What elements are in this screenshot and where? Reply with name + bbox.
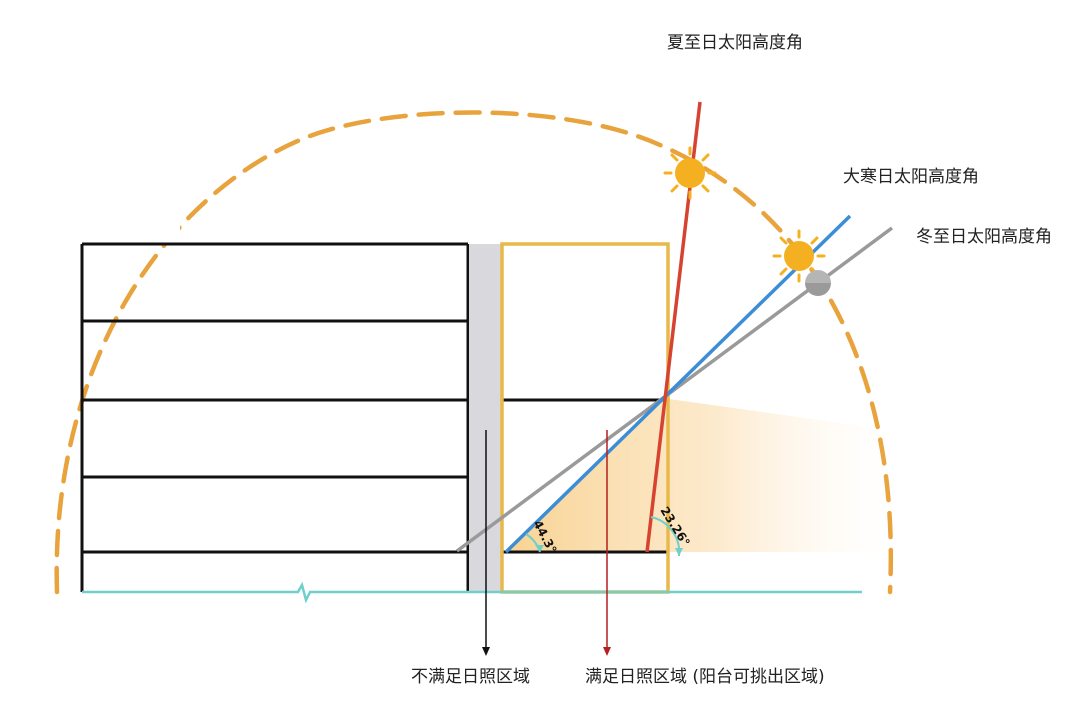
building: [80, 242, 668, 592]
angle-arrow-major-cold: [535, 545, 544, 552]
label-major-cold: 大寒日太阳高度角: [843, 167, 979, 187]
arrow-head-satisfied: [603, 647, 611, 656]
arc-gap: [80, 180, 180, 245]
sunlit-wedge: [506, 398, 890, 552]
label-unsatisfied-zone: 不满足日照区域: [411, 667, 530, 687]
sun-icon: [663, 146, 717, 200]
arrow-head-unsatisfied: [482, 647, 490, 656]
sun-path-arc: [54, 110, 894, 595]
angle-arrow-summer: [675, 548, 683, 556]
ground-line: [82, 581, 862, 604]
half-sun-icon: [805, 270, 831, 296]
label-winter-solstice: 冬至日太阳高度角: [916, 227, 1052, 247]
major-cold-ray: [504, 214, 852, 554]
label-satisfied-zone: 满足日照区域 (阳台可挑出区域): [585, 667, 825, 687]
label-summer-solstice: 夏至日太阳高度角: [667, 33, 803, 53]
